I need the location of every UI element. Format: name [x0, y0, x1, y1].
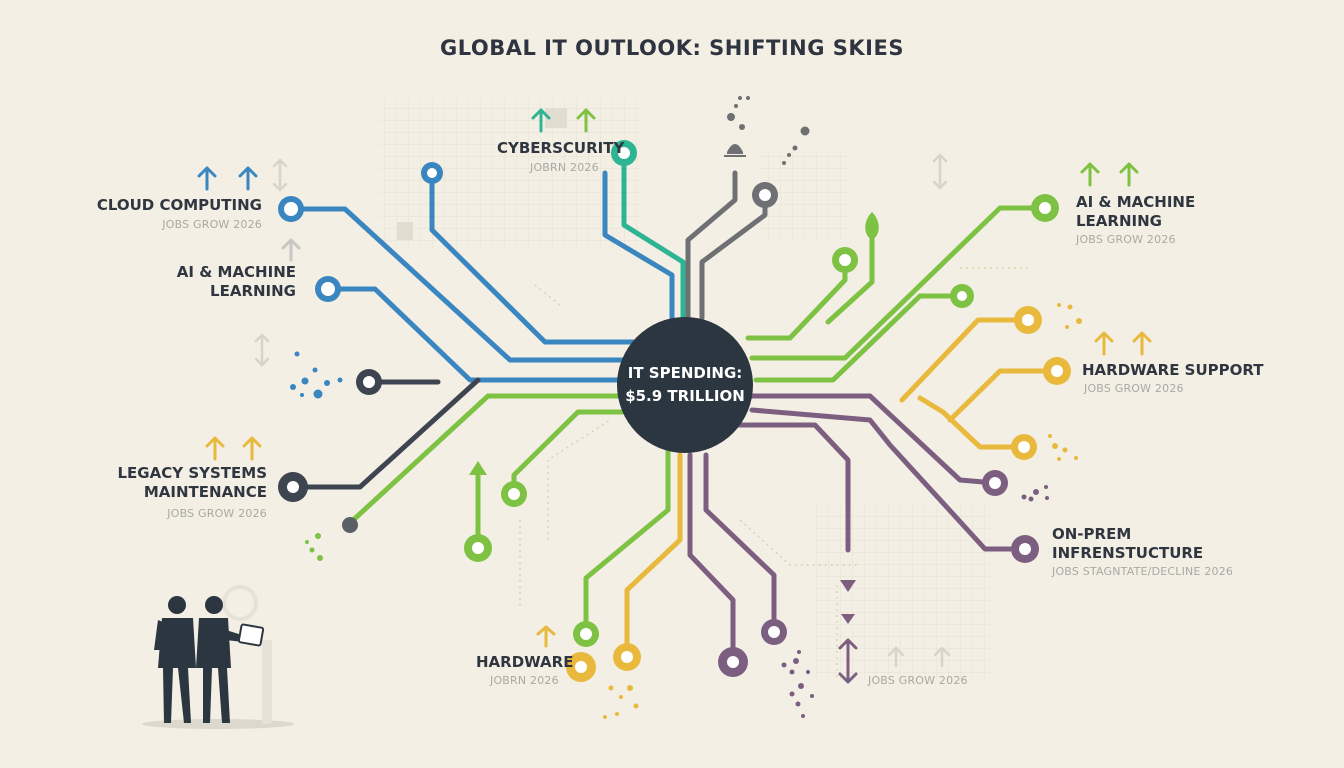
ai-ml-left-line2: LEARNING	[210, 282, 296, 300]
trace-green-4	[825, 223, 875, 325]
hardware-support-title: HARDWARE SUPPORT	[1082, 361, 1264, 379]
dot-clusters	[290, 96, 1082, 719]
legacy-line1: LEGACY SYSTEMS	[117, 464, 268, 482]
on-prem-line2: INFRENSTUCTURE	[1052, 544, 1204, 562]
dotted-connectors	[519, 267, 1028, 680]
legacy-line2: MAINTENANCE	[143, 483, 267, 501]
people-silhouette-icon	[142, 585, 294, 729]
circuit-nodes	[278, 140, 1071, 682]
on-prem-subtitle: JOBS STAGNTATE/DECLINE 2026	[1052, 565, 1234, 578]
trace-yellow-1	[899, 317, 1031, 403]
arrow-up-icon	[531, 108, 551, 133]
cloud-computing-title: CLOUD COMPUTING	[96, 196, 262, 214]
on-prem-title: ON-PREM INFRENSTUCTURE	[1052, 525, 1203, 563]
trace-green-3	[745, 257, 848, 341]
trace-green-7	[583, 447, 671, 635]
trace-yellow-3	[917, 395, 1027, 450]
arrow-up-icon	[281, 238, 301, 262]
bottom-right-subtitle: JOBS GROW 2026	[868, 674, 968, 687]
hardware-title: HARDWARE	[476, 653, 574, 671]
legacy-subtitle: JOBS GROW 2026	[167, 507, 267, 520]
ai-ml-right-line1: AI & MACHINE	[1076, 193, 1196, 211]
trace-purple-5	[687, 452, 736, 665]
trace-purple-3	[735, 422, 851, 553]
faint-arrows	[254, 153, 951, 668]
ai-ml-right-title: AI & MACHINE LEARNING	[1076, 193, 1195, 231]
ai-ml-right-subtitle: JOBS GROW 2026	[1076, 233, 1176, 246]
trace-purple-1	[749, 393, 998, 486]
leaf-icon	[865, 212, 879, 240]
trace-blue-4	[602, 170, 675, 323]
ai-ml-left-title: AI & MACHINE LEARNING	[140, 263, 296, 301]
trace-green-1	[347, 393, 625, 526]
cybersecurity-title: CYBERSCURITY	[497, 139, 625, 157]
trace-green-5	[749, 205, 1048, 361]
hardware-support-subtitle: JOBS GROW 2026	[1084, 382, 1184, 395]
down-arrows	[469, 461, 858, 684]
trace-blue-3	[429, 170, 643, 345]
trace-blue-2	[325, 286, 631, 383]
background-grid	[380, 100, 990, 680]
trace-blue-1	[288, 206, 633, 363]
trace-gray-1	[685, 170, 738, 321]
trace-green-6	[753, 293, 965, 383]
trace-purple-4	[703, 452, 777, 633]
trace-gray-2	[699, 192, 768, 321]
trace-yellow-4	[624, 452, 683, 660]
trace-dark-2	[290, 377, 481, 490]
arrow-up-icon	[576, 108, 1139, 187]
page-title: GLOBAL IT OUTLOOK: SHIFTING SKIES	[440, 36, 904, 60]
hardware-subtitle: JOBRN 2026	[490, 674, 559, 687]
trace-purple-2	[749, 407, 1028, 552]
hub-line1: IT SPENDING:	[627, 364, 743, 382]
arrow-up-icon	[197, 166, 258, 191]
tablet-icon	[237, 623, 265, 647]
hub-it-spending: IT SPENDING: $5.9 TRILLION	[617, 317, 753, 453]
ai-ml-right-line2: LEARNING	[1076, 212, 1162, 230]
on-prem-line1: ON-PREM	[1052, 525, 1132, 543]
ai-ml-left-line1: AI & MACHINE	[176, 263, 296, 281]
arrow-up-icon	[205, 331, 1152, 648]
legacy-title: LEGACY SYSTEMS MAINTENANCE	[100, 464, 268, 502]
cybersecurity-subtitle: JOBRN 2026	[530, 161, 599, 174]
bell-icon	[727, 144, 743, 154]
hub-line2: $5.9 TRILLION	[625, 387, 745, 405]
trace-teal-1	[621, 152, 686, 321]
trace-yellow-2	[947, 368, 1060, 423]
cloud-computing-subtitle: JOBS GROW 2026	[162, 218, 262, 231]
trace-green-2	[511, 409, 633, 495]
